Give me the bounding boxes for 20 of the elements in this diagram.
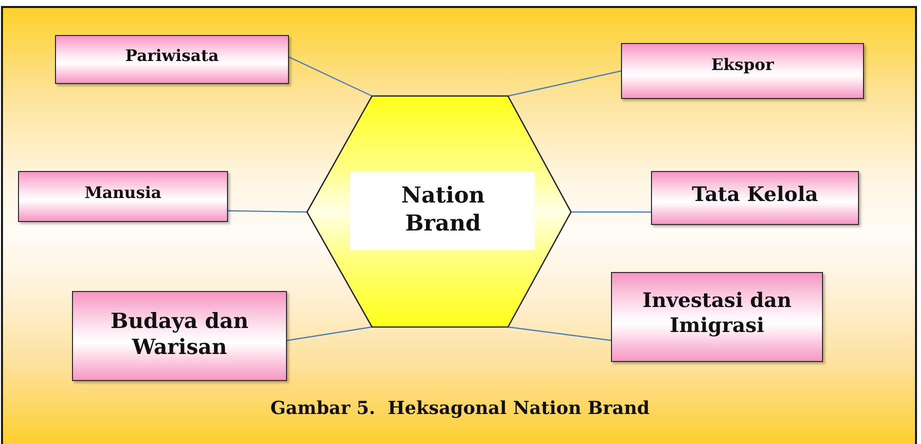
connector-line	[228, 210, 308, 213]
hexagon-label: Nation Brand	[400, 182, 486, 238]
category-box	[55, 35, 289, 84]
connector-line	[286, 326, 372, 342]
box-label: Investasi dan Imigrasi	[641, 288, 792, 338]
box-label: Budaya dan Warisan	[110, 308, 250, 360]
category-box	[18, 171, 228, 222]
category-box	[651, 171, 859, 225]
box-label: Ekspor	[711, 55, 774, 75]
connector-line	[571, 211, 651, 213]
connector-line	[508, 326, 612, 341]
category-box	[72, 291, 287, 381]
category-box	[621, 43, 864, 99]
figure-caption: Gambar 5. Heksagonal Nation Brand	[270, 398, 650, 419]
connector-line	[508, 70, 622, 97]
category-box	[611, 272, 823, 362]
box-label: Manusia	[84, 182, 162, 202]
box-label: Tata Kelola	[692, 182, 818, 206]
box-label: Pariwisata	[125, 46, 219, 66]
connector-line	[288, 56, 372, 97]
